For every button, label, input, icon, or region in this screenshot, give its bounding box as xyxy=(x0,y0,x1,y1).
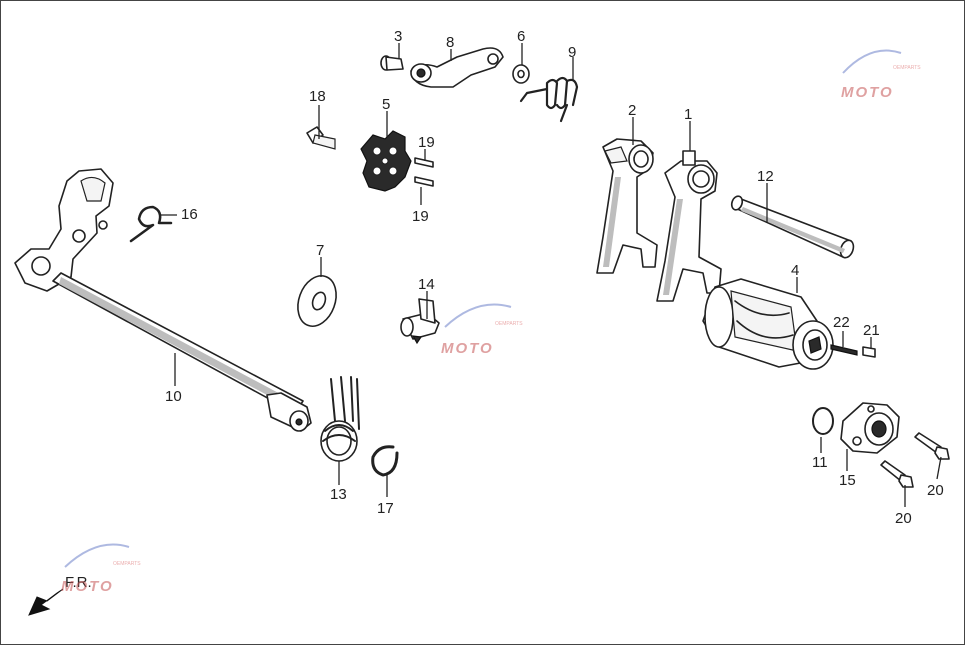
part-17-circlip xyxy=(371,445,399,477)
part-13-return-spring xyxy=(320,376,360,462)
part-19-dowel-pins xyxy=(414,157,434,187)
callout-13: 13 xyxy=(330,486,347,503)
callout-14: 14 xyxy=(418,276,435,293)
callout-8: 8 xyxy=(446,34,454,51)
callout-labels: 1 2 3 4 5 6 7 8 9 10 11 12 13 14 15 16 1… xyxy=(165,28,944,527)
callout-5: 5 xyxy=(382,96,390,113)
part-16-spring xyxy=(129,205,173,243)
part-18-bolt xyxy=(306,126,336,150)
svg-text:OEMPARTS: OEMPARTS xyxy=(495,321,523,327)
callout-19-lower: 19 xyxy=(412,208,429,225)
part-22-pin xyxy=(830,344,858,356)
part-15-housing xyxy=(840,402,900,454)
callout-12: 12 xyxy=(757,168,774,185)
svg-text:MOTO: MOTO xyxy=(61,578,114,595)
part-10-shift-shaft xyxy=(14,168,312,432)
callout-leaders xyxy=(159,43,942,507)
callout-11: 11 xyxy=(812,454,828,471)
watermark-logo-center: MOTO OEMPARTS xyxy=(441,303,523,357)
callout-3: 3 xyxy=(394,28,402,45)
watermark-logo-bottom-left: MOTO OEMPARTS xyxy=(61,543,141,595)
callout-6: 6 xyxy=(517,28,525,45)
callout-9: 9 xyxy=(568,44,576,61)
callout-18: 18 xyxy=(309,88,326,105)
callout-20-right: 20 xyxy=(927,482,944,499)
part-3-pin xyxy=(380,55,404,71)
callout-16: 16 xyxy=(181,206,198,223)
callout-10: 10 xyxy=(165,388,182,405)
part-6-washer xyxy=(512,64,530,84)
callout-22: 22 xyxy=(833,314,850,331)
part-21-pin xyxy=(862,346,876,358)
callout-1: 1 xyxy=(684,106,692,123)
part-4-shift-drum xyxy=(702,278,834,370)
callout-20-left: 20 xyxy=(895,510,912,527)
front-direction-arrow: F.R. xyxy=(28,574,92,616)
direction-label: F.R. xyxy=(65,574,92,591)
part-20-bolt-a xyxy=(914,432,950,460)
watermark-logo-top-right: MOTO OEMPARTS xyxy=(841,49,921,101)
part-2-shift-fork xyxy=(596,138,658,274)
svg-text:OEMPARTS: OEMPARTS xyxy=(893,65,921,71)
part-5-segment xyxy=(360,130,412,192)
part-20-bolt-b xyxy=(880,460,914,488)
callout-2: 2 xyxy=(628,102,636,119)
part-7-washer xyxy=(297,275,337,327)
callout-4: 4 xyxy=(791,262,799,279)
part-1-shift-fork xyxy=(656,150,722,302)
callout-19-upper: 19 xyxy=(418,134,435,151)
callout-17: 17 xyxy=(377,500,394,517)
part-11-o-ring xyxy=(812,407,834,435)
part-14-switch xyxy=(400,298,440,345)
part-8-stopper-arm xyxy=(410,47,504,88)
part-9-coil-spring xyxy=(519,76,579,123)
svg-text:MOTO: MOTO xyxy=(841,84,894,101)
svg-text:OEMPARTS: OEMPARTS xyxy=(113,561,141,567)
callout-21: 21 xyxy=(863,322,880,339)
callout-7: 7 xyxy=(316,242,324,259)
part-12-fork-shaft xyxy=(730,195,855,259)
callout-15: 15 xyxy=(839,472,856,489)
svg-text:MOTO: MOTO xyxy=(441,340,494,357)
